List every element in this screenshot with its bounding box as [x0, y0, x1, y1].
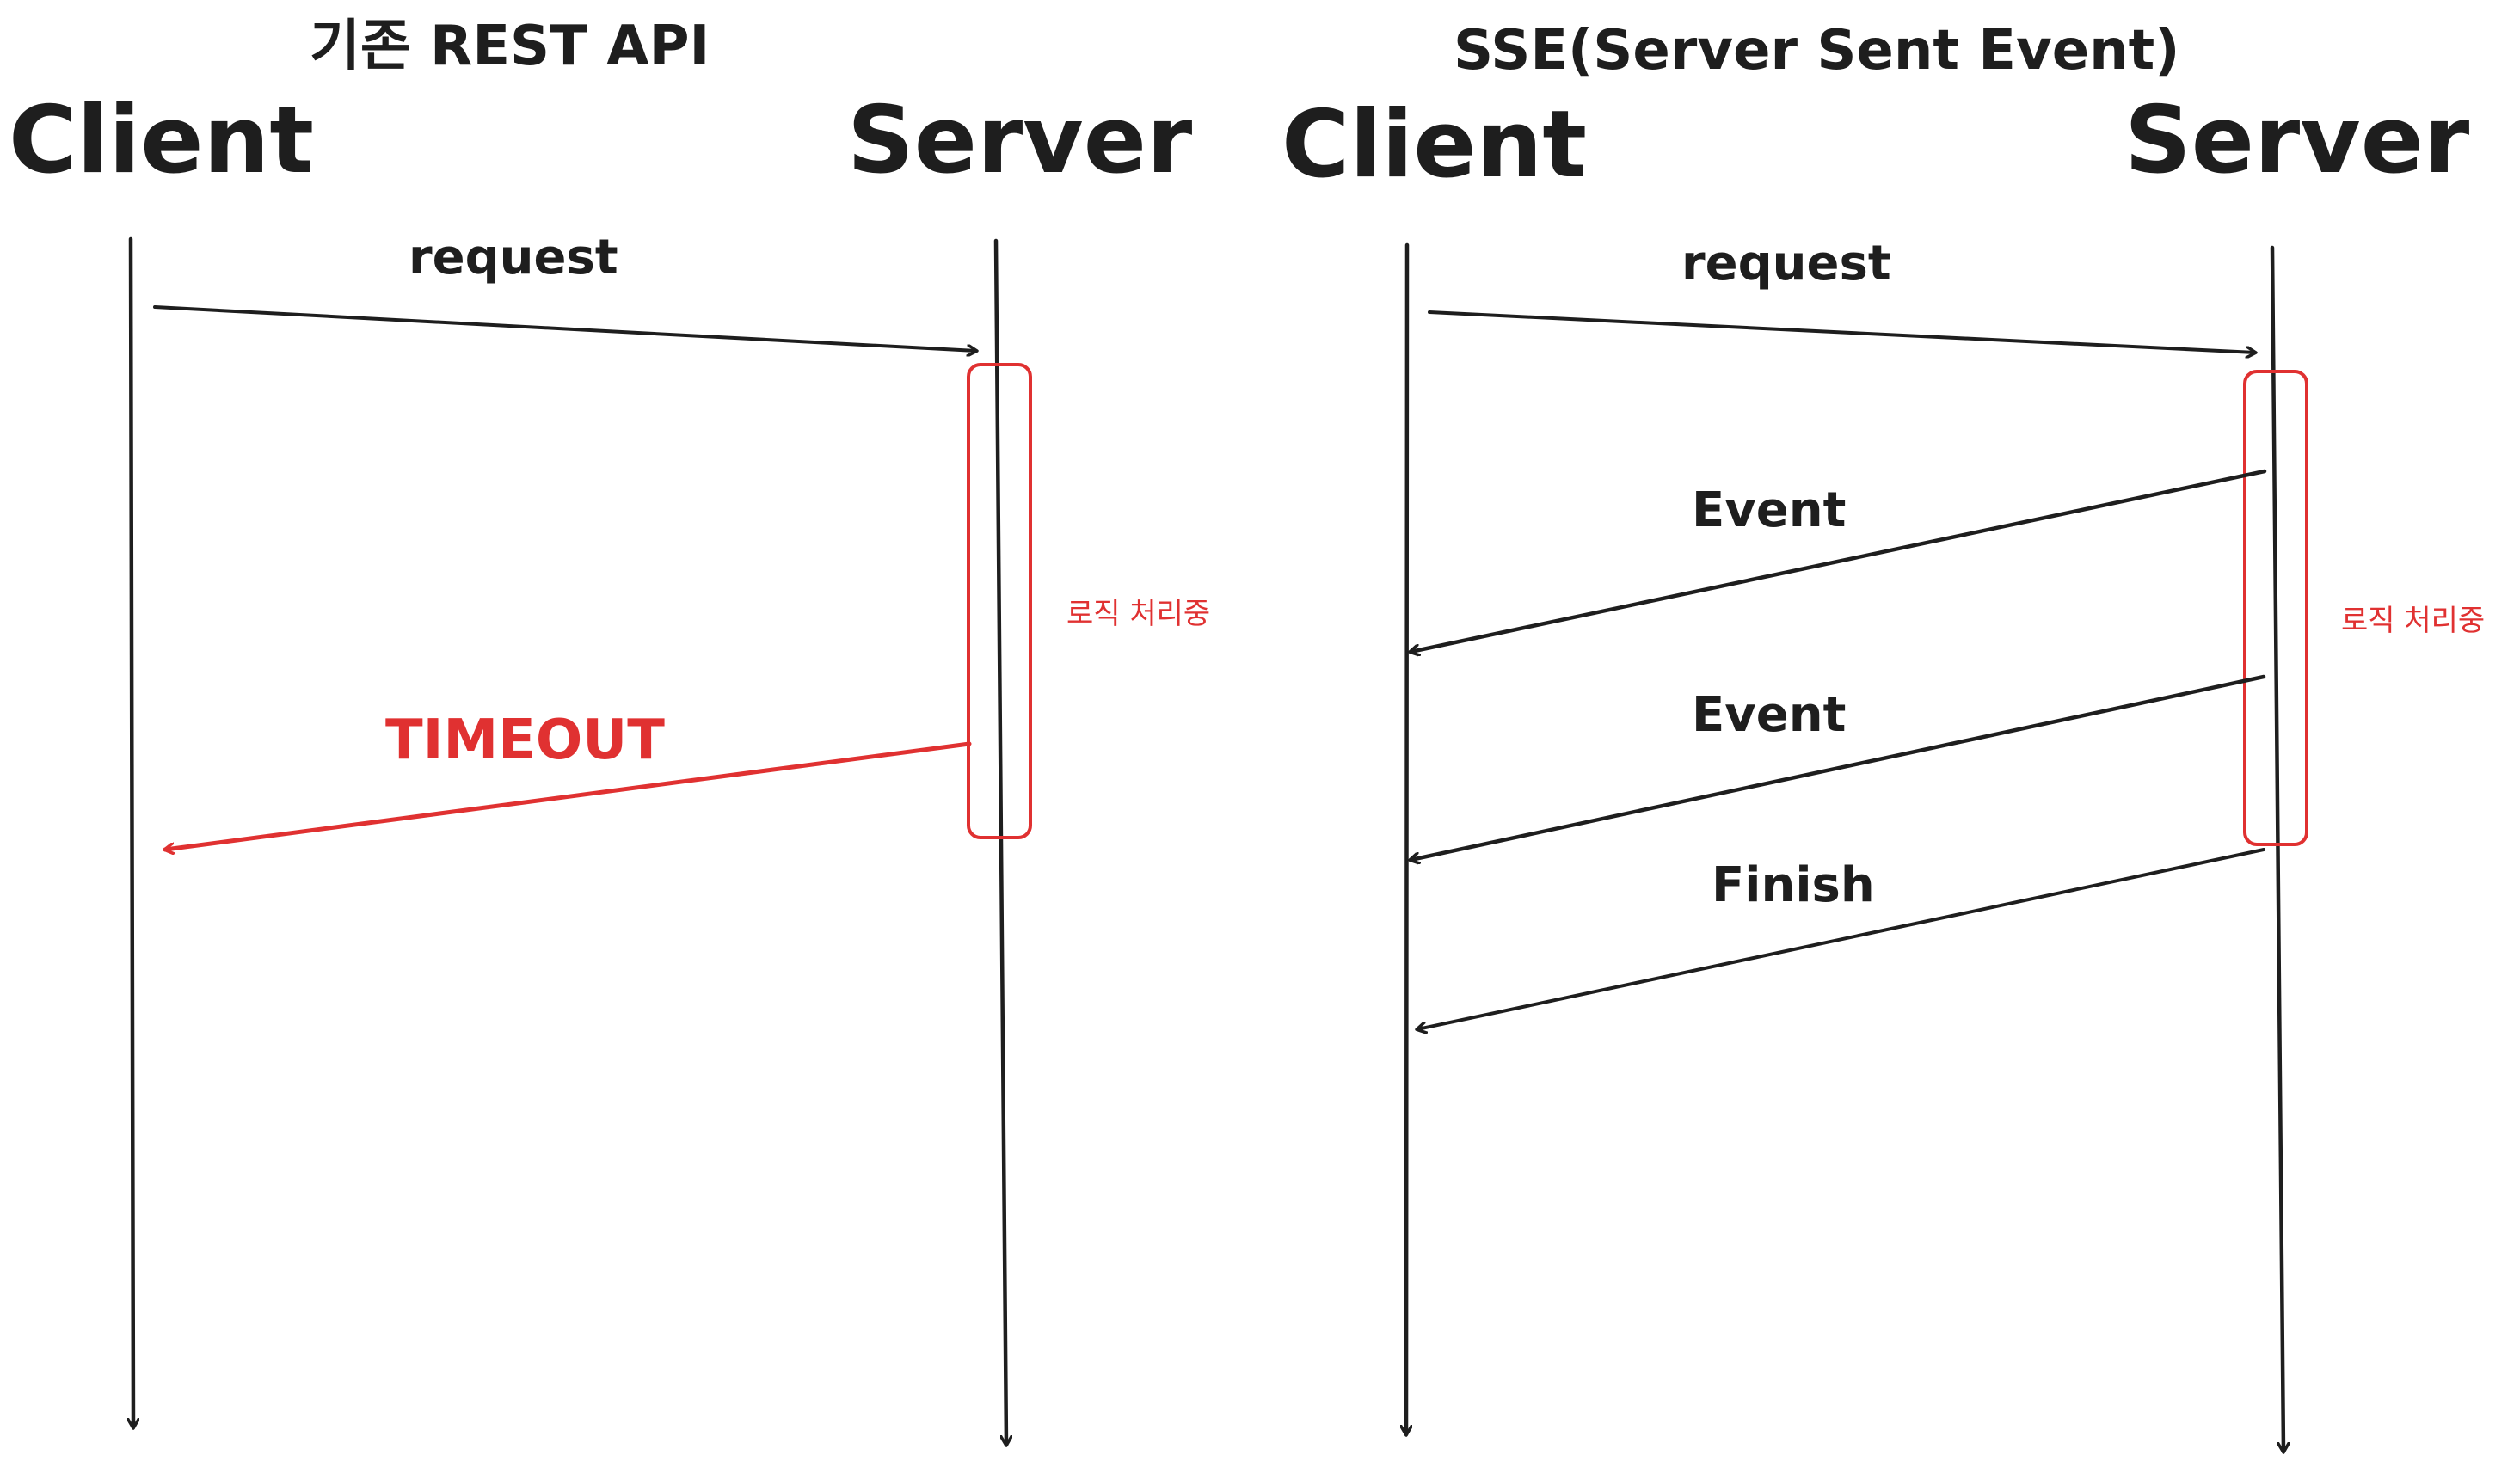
rest-client-lifeline	[131, 236, 133, 1427]
sse-processing-label: 로직 처리중	[2341, 604, 2485, 638]
sse-request-arrow	[1428, 310, 2255, 353]
rest-request-label: request	[409, 230, 618, 285]
sse-event-2-label: Event	[1692, 687, 1846, 743]
rest-request-arrow	[153, 305, 976, 351]
sse-finish-arrow	[1417, 848, 2265, 1029]
sse-processing-box	[2243, 370, 2308, 846]
sse-diagram: SSE(Server Sent Event) Client Server req…	[1282, 19, 2485, 1452]
sse-client-label: Client	[1282, 91, 1587, 199]
rest-processing-box	[967, 363, 1032, 839]
rest-timeout-label: TIMEOUT	[385, 709, 665, 772]
sse-event-1-label: Event	[1692, 482, 1846, 538]
rest-processing-label: 로직 처리중	[1066, 597, 1210, 631]
rest-client-label: Client	[9, 87, 314, 194]
sse-event-2-arrow	[1411, 674, 2266, 860]
rest-title: 기존 REST API	[310, 15, 710, 78]
sse-event-1-arrow	[1411, 469, 2267, 652]
sse-server-lifeline	[2270, 245, 2283, 1452]
rest-timeout-arrow	[165, 741, 972, 850]
sse-title: SSE(Server Sent Event)	[1454, 19, 2180, 83]
rest-diagram: 기존 REST API Client Server request 로직 처리중…	[9, 15, 1210, 1445]
rest-server-lifeline	[993, 238, 1006, 1445]
sse-request-label: request	[1681, 236, 1891, 292]
sse-finish-label: Finish	[1712, 857, 1875, 913]
sse-client-lifeline	[1406, 242, 1407, 1434]
rest-server-label: Server	[847, 87, 1192, 194]
sse-server-label: Server	[2124, 87, 2469, 194]
